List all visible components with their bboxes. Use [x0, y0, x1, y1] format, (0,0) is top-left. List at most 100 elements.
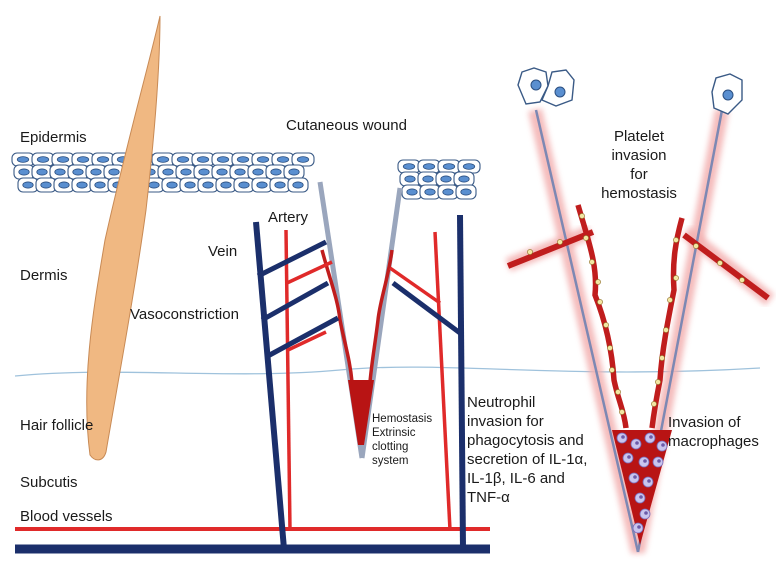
cell-nucleus	[41, 182, 51, 188]
cell-nucleus	[423, 176, 433, 182]
macrophage-nucleus	[647, 479, 651, 483]
cell-nucleus	[443, 189, 453, 195]
cell-nucleus	[97, 157, 108, 163]
cell-nucleus	[275, 182, 285, 188]
cell-nucleus	[405, 176, 415, 182]
platelet-dot	[663, 327, 668, 332]
platelet-dot	[673, 237, 678, 242]
macrophage-nucleus	[633, 475, 637, 479]
hemostasis-label: Hemostasis Extrinsic clotting system	[372, 412, 432, 468]
right-wound-glow-branches	[508, 232, 770, 300]
macrophage-invasion-label: Invasion of macrophages	[668, 413, 759, 451]
platelet-dot	[651, 401, 656, 406]
epidermis-cells-right	[398, 160, 480, 199]
cell-nucleus	[77, 157, 88, 163]
cutaneous-wound-label: Cutaneous wound	[286, 116, 407, 135]
platelet-dot	[739, 277, 744, 282]
cell-nucleus	[221, 182, 231, 188]
hair-follicle-shape	[87, 16, 160, 460]
cell-nucleus	[59, 182, 69, 188]
cell-nucleus	[185, 182, 195, 188]
platelet-dot	[615, 389, 620, 394]
cell-nucleus	[157, 157, 168, 163]
cell-nucleus	[77, 182, 87, 188]
cell-nucleus	[277, 157, 288, 163]
cell-nucleus	[17, 157, 28, 163]
platelet-dot	[655, 379, 660, 384]
platelet-dot	[583, 235, 588, 240]
cell-nucleus	[167, 182, 177, 188]
artery-left-vertical	[286, 230, 290, 530]
macrophage-nucleus	[643, 459, 647, 463]
cell-nucleus	[441, 176, 451, 182]
macrophage-nucleus	[627, 455, 631, 459]
macrophage-nucleus	[644, 511, 648, 515]
cell-nucleus	[199, 169, 209, 175]
cell-nucleus	[403, 164, 414, 170]
cell-nucleus	[297, 157, 308, 163]
cell-nucleus	[37, 157, 48, 163]
blood-vessels-label: Blood vessels	[20, 507, 113, 526]
epidermis-label: Epidermis	[20, 128, 87, 147]
cell-nucleus	[257, 157, 268, 163]
macrophage-nucleus	[649, 435, 653, 439]
cell-nucleus	[257, 182, 267, 188]
cell-nucleus	[203, 182, 213, 188]
artery-label: Artery	[268, 208, 308, 227]
cell-nucleus	[443, 164, 454, 170]
right-top-cells-left	[518, 68, 574, 106]
cell-nucleus	[149, 182, 159, 188]
cell-nucleus	[237, 157, 248, 163]
cell-nucleus	[163, 169, 173, 175]
platelet-dot	[527, 249, 532, 254]
vein-label: Vein	[208, 242, 237, 261]
platelet-dot	[557, 239, 562, 244]
cell-nucleus	[217, 169, 227, 175]
platelet-dot	[717, 260, 722, 265]
cell-nucleus	[459, 176, 469, 182]
platelet-dot	[595, 279, 600, 284]
cell-nucleus	[407, 189, 417, 195]
artery-branch-1	[287, 262, 332, 283]
platelet-dot	[693, 243, 698, 248]
platelet-dot	[659, 355, 664, 360]
cell-nucleus	[293, 182, 303, 188]
vein-right-vertical	[460, 215, 463, 549]
cell-nucleus	[461, 189, 471, 195]
cell-nucleus	[73, 169, 83, 175]
cell-nucleus	[95, 182, 105, 188]
platelet-dot	[609, 367, 614, 372]
dermis-subcutis-boundary	[15, 367, 760, 376]
cell-nucleus	[253, 169, 263, 175]
platelet-dot	[597, 299, 602, 304]
platelet-dots	[527, 213, 744, 414]
cell-nucleus	[289, 169, 299, 175]
macrophage-nucleus	[621, 435, 625, 439]
cell-nucleus	[423, 164, 434, 170]
cell-nucleus	[109, 169, 119, 175]
platelet-dot	[673, 275, 678, 280]
macrophage-nucleus	[639, 495, 643, 499]
cell-nucleus	[57, 157, 68, 163]
cell-nucleus	[235, 169, 245, 175]
cell-nucleus	[197, 157, 208, 163]
cell-nucleus	[181, 169, 191, 175]
platelet-dot	[667, 297, 672, 302]
cell-nucleus	[23, 182, 33, 188]
platelet-dot	[603, 322, 608, 327]
platelet-dot	[589, 259, 594, 264]
vein-branch-right	[393, 283, 460, 333]
cell-nucleus	[55, 169, 65, 175]
artery-right-vertical	[435, 232, 450, 530]
vein-branch-2	[262, 283, 328, 320]
vasoconstriction-label: Vasoconstriction	[130, 305, 239, 324]
cell-nucleus	[19, 169, 29, 175]
platelet-dot	[607, 345, 612, 350]
cell-nucleus	[91, 169, 101, 175]
macrophage-nucleus	[657, 459, 661, 463]
cell-nucleus	[425, 189, 435, 195]
platelet-invasion-label: Platelet invasion for hemostasis	[584, 127, 694, 203]
neutrophil-invasion-label: Neutrophil invasion for phagocytosis and…	[467, 393, 587, 507]
hair-follicle-label: Hair follicle	[20, 416, 93, 435]
